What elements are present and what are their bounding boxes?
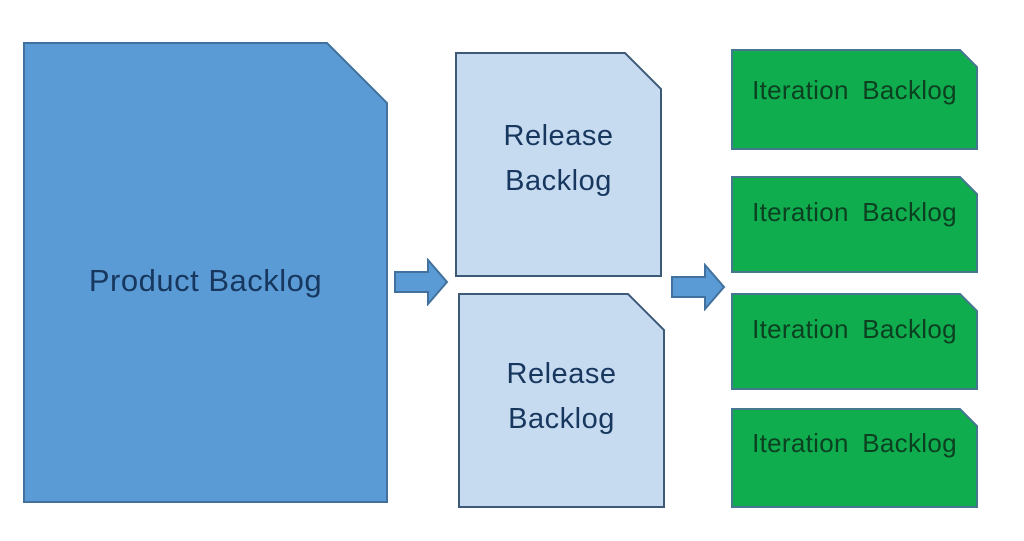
release-line1: Release	[506, 358, 617, 390]
release-line1: Release	[503, 120, 614, 152]
document-shape	[731, 176, 978, 273]
document-shape	[455, 52, 662, 277]
iteration-backlog-label: Iteration Backlog	[752, 75, 957, 105]
right-arrow-icon	[394, 258, 449, 306]
iteration-backlog-label: Iteration Backlog	[752, 428, 957, 458]
iteration-backlog-label: Iteration Backlog	[752, 314, 957, 344]
document-shape	[23, 42, 388, 503]
product-backlog-box: Product Backlog	[23, 42, 388, 503]
product-backlog-label: Product Backlog	[88, 263, 323, 298]
iteration-backlog-box-2: Iteration Backlog	[731, 176, 978, 273]
release-line2: Backlog	[508, 403, 615, 435]
document-shape	[458, 293, 665, 508]
document-shape	[731, 408, 978, 508]
flow-arrow-release-to-iteration	[671, 263, 726, 311]
release-line2: Backlog	[505, 165, 612, 197]
document-shape	[731, 49, 978, 150]
iteration-backlog-box-3: Iteration Backlog	[731, 293, 978, 390]
iteration-backlog-box-1: Iteration Backlog	[731, 49, 978, 150]
document-shape	[731, 293, 978, 390]
iteration-backlog-box-4: Iteration Backlog	[731, 408, 978, 508]
flow-arrow-product-to-release	[394, 258, 449, 306]
iteration-backlog-label: Iteration Backlog	[752, 197, 957, 227]
right-arrow-icon	[671, 263, 726, 311]
